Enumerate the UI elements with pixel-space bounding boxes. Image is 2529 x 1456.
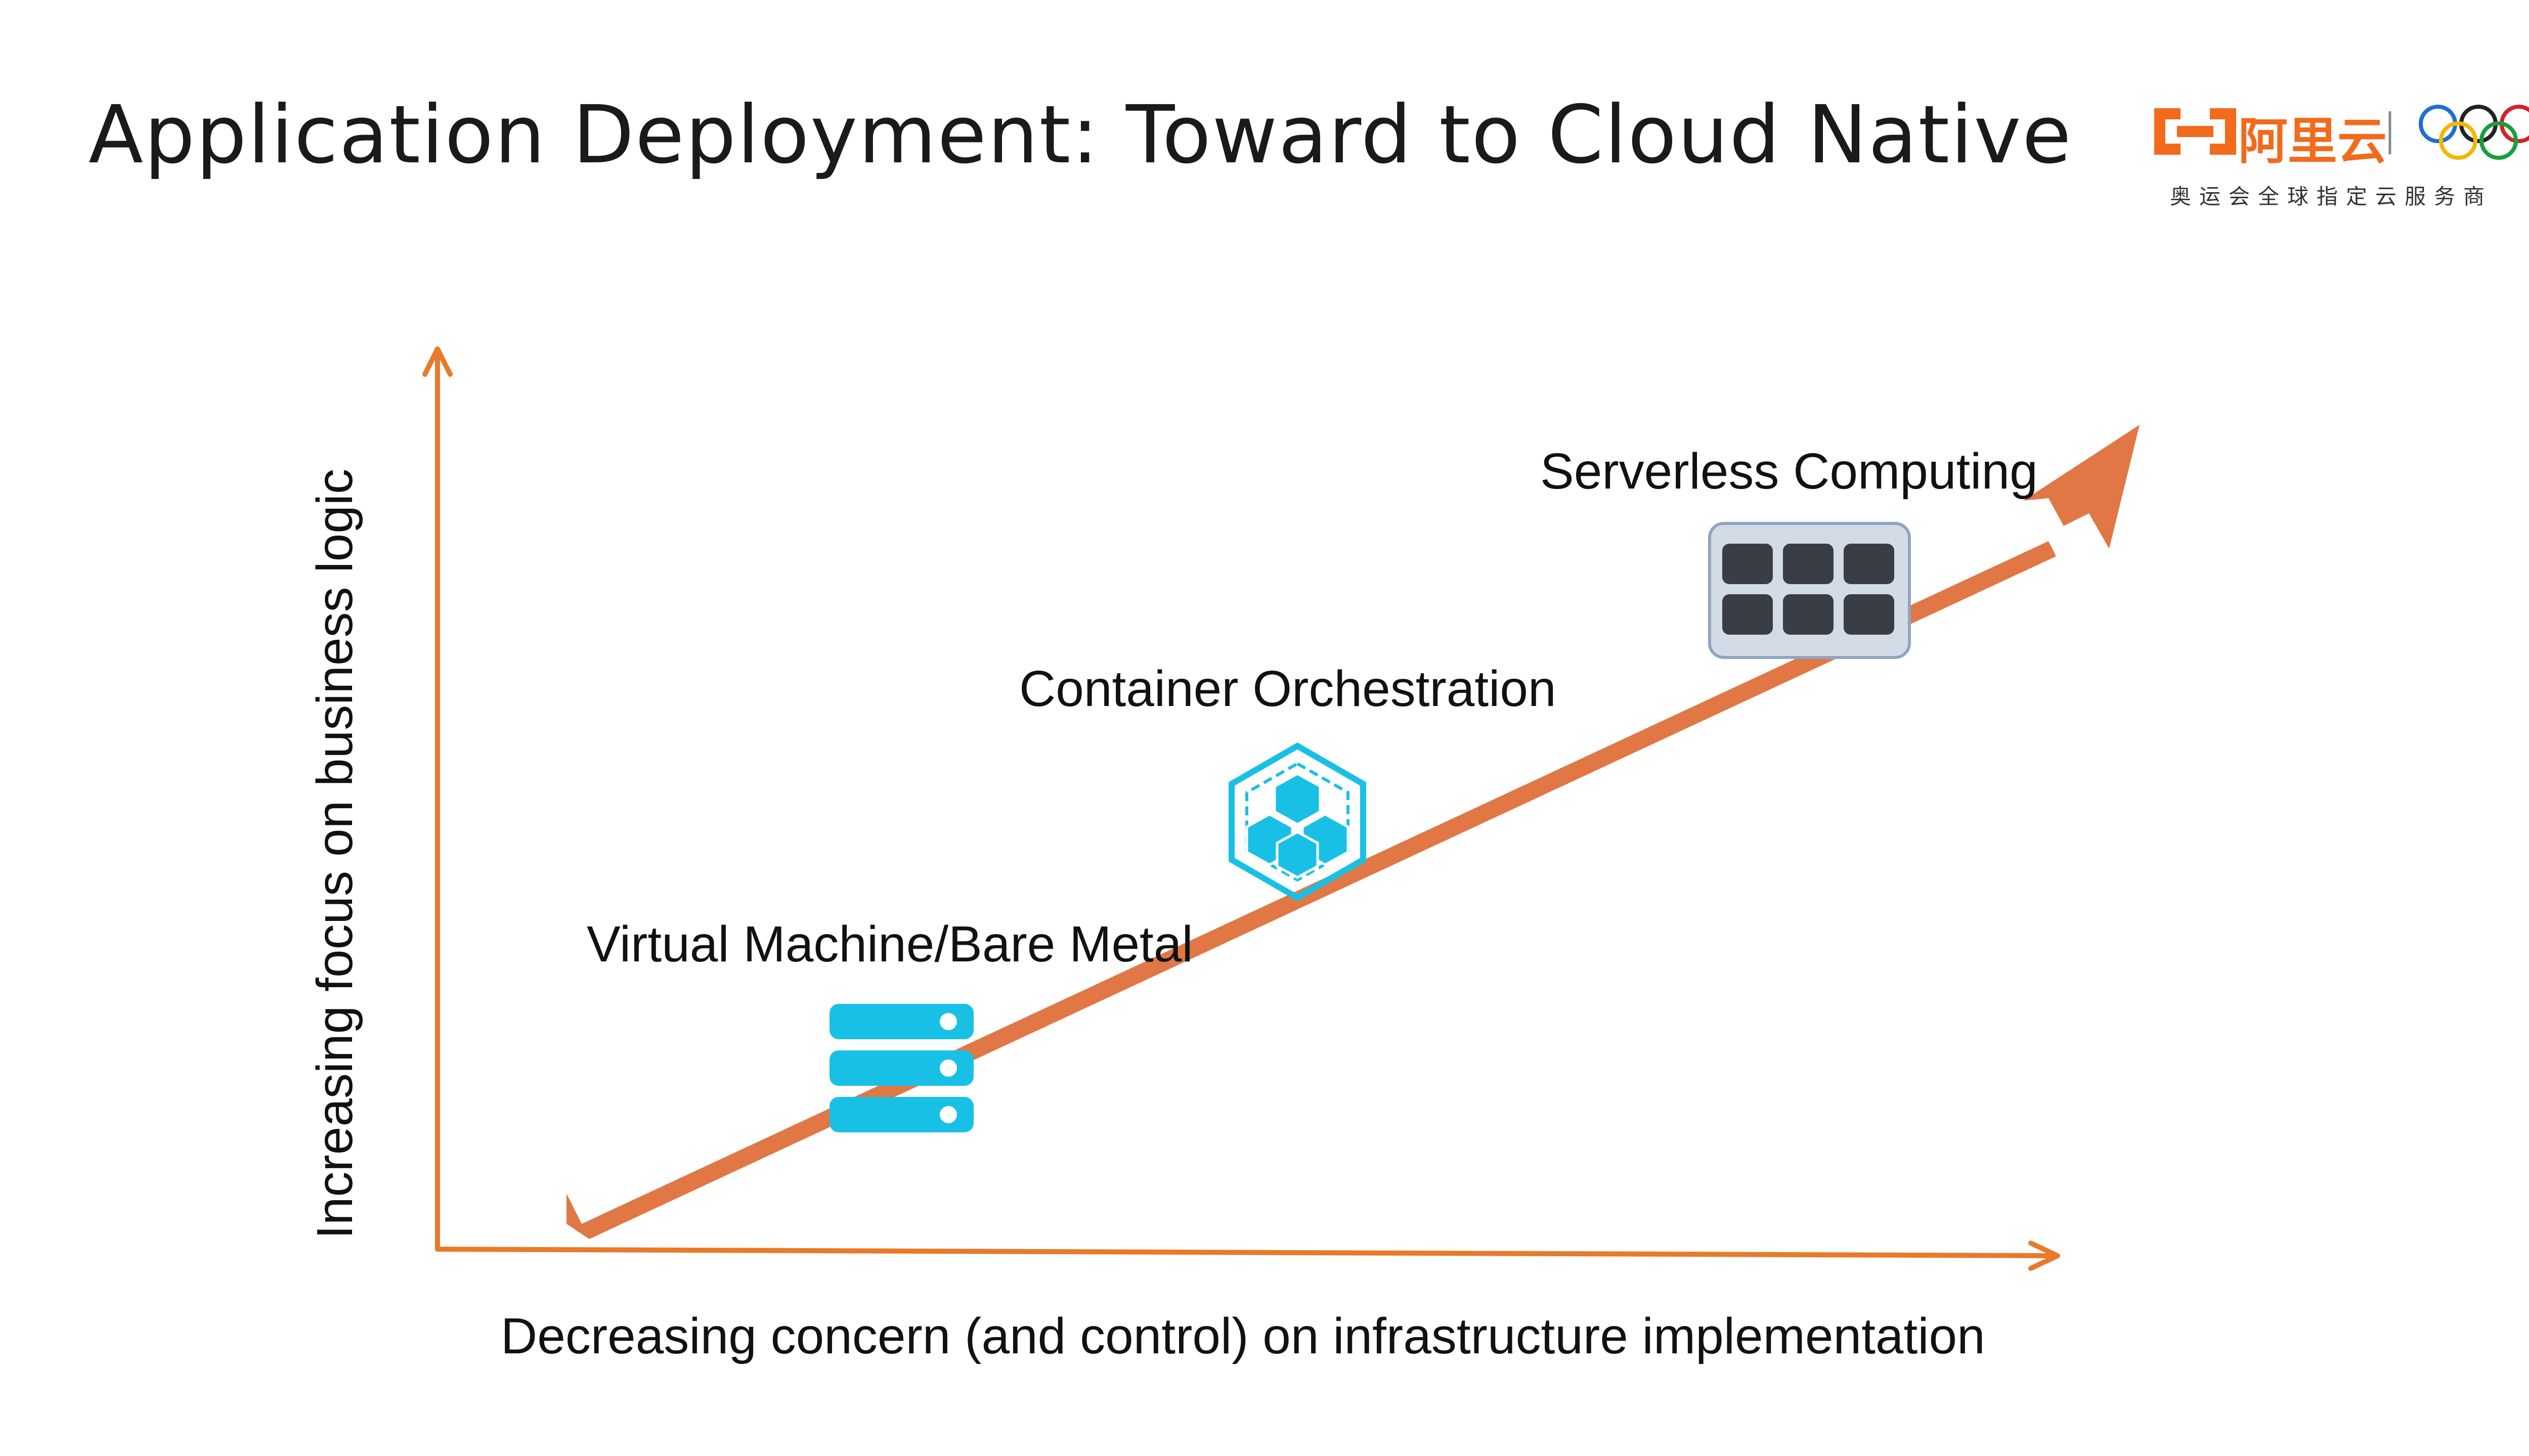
stage-label-serverless: Serverless Computing <box>1540 443 2038 500</box>
x-axis <box>435 1241 2060 1271</box>
y-axis <box>422 346 453 1252</box>
stage-label-vm: Virtual Machine/Bare Metal <box>587 916 1193 973</box>
x-axis-label: Decreasing concern (and control) on infr… <box>501 1308 1985 1364</box>
serverless-grid-icon <box>1708 522 1911 659</box>
server-stack-icon <box>830 1004 974 1132</box>
logo-brand-text: 阿里云 <box>2238 113 2387 170</box>
page-title: Application Deployment: Toward to Cloud … <box>89 89 2072 182</box>
y-axis-label: Increasing focus on business logic <box>307 468 363 1239</box>
logo-tagline: 奥运会全球指定云服务商 <box>2170 184 2493 209</box>
stage-label-container: Container Orchestration <box>1019 660 1556 717</box>
container-cube-icon <box>1229 742 1366 901</box>
